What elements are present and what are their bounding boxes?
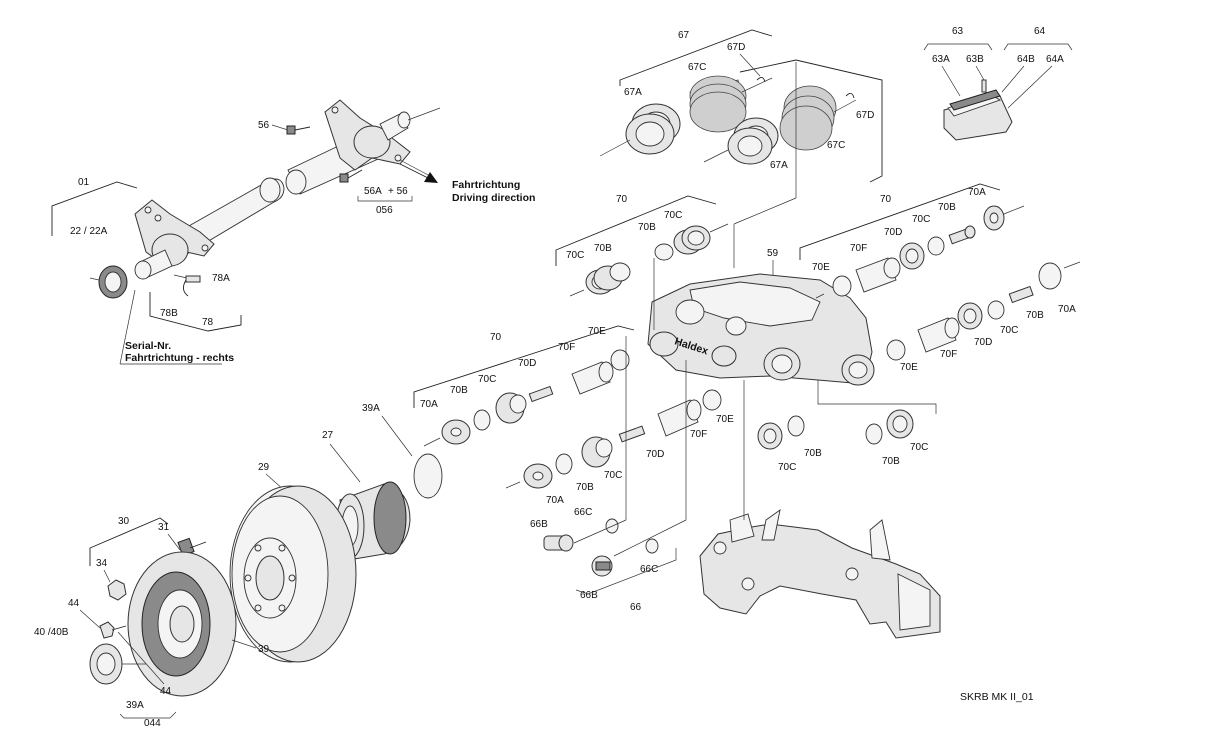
label-66C-bottom: 66C xyxy=(640,564,658,575)
label-70B-b2: 70B xyxy=(882,456,900,467)
adjuster-set-70-left: 70 70A 70B 70C 70D 70F 70E xyxy=(413,325,635,447)
label-70E-l2: 70E xyxy=(716,414,734,425)
label-70A-ur: 70A xyxy=(968,187,986,198)
label-fahrtrichtung: Fahrtrichtung xyxy=(452,179,520,191)
label-70A-l: 70A xyxy=(420,399,438,410)
hub-39-assembly: 30 31 34 44 40 /40B 39 44 39A 044 xyxy=(34,516,270,729)
label-044: 044 xyxy=(144,718,161,729)
label-63A: 63A xyxy=(932,54,950,65)
wear-sensor-set-66: 66B 66C 66C 66B 66 xyxy=(530,336,687,613)
label-70D-r2: 70D xyxy=(974,337,992,348)
label-70A-l2: 70A xyxy=(546,495,564,506)
caliper-carrier xyxy=(699,380,941,639)
label-70C-b: 70C xyxy=(778,462,796,473)
label-serial-nr: Serial-Nr. xyxy=(125,340,171,352)
label-70B-l: 70B xyxy=(450,385,468,396)
label-70E-ur: 70E xyxy=(812,262,830,273)
label-66B-bottom: 66B xyxy=(580,590,598,601)
label-70-left: 70 xyxy=(490,332,502,343)
label-driving-direction: Driving direction xyxy=(452,192,535,204)
label-70E-l: 70E xyxy=(588,326,606,337)
adjuster-set-70-lower: 70E 70F 70D 70C 70B 70A xyxy=(505,389,734,506)
brake-disc-29: 29 xyxy=(229,462,357,663)
axle-housing-056: 56 56A + 56 056 Fahrtrichtung Driving di… xyxy=(258,99,535,216)
label-70C-ul: 70C xyxy=(566,250,584,261)
label-70-upper-left: 70 xyxy=(616,194,628,205)
return-spring-set-67: 67 67D 67C 67A 67D 67C 67A xyxy=(599,29,883,183)
label-plus-56: + 56 xyxy=(388,186,408,197)
label-70D-ur: 70D xyxy=(884,227,902,238)
label-70C-r2: 70C xyxy=(1000,325,1018,336)
label-66B-top: 66B xyxy=(530,519,548,530)
label-64B: 64B xyxy=(1017,54,1035,65)
label-70B-ur: 70B xyxy=(938,202,956,213)
label-70E-r2: 70E xyxy=(900,362,918,373)
label-63: 63 xyxy=(952,26,964,37)
direction-arrow-icon xyxy=(424,172,438,183)
label-70-upper-right: 70 xyxy=(880,194,892,205)
label-66C-top: 66C xyxy=(574,507,592,518)
label-70F-ur: 70F xyxy=(850,243,867,254)
label-70C-l2: 70C xyxy=(604,470,622,481)
label-70B-l2: 70B xyxy=(576,482,594,493)
label-66: 66 xyxy=(630,602,642,613)
label-59: 59 xyxy=(767,248,779,259)
caliper-housing-59: 59 Haldex xyxy=(647,62,875,386)
label-39A-bottom: 39A xyxy=(126,700,144,711)
label-56: 56 xyxy=(258,120,270,131)
label-64A: 64A xyxy=(1046,54,1064,65)
label-serial-direction: Fahrtrichtung - rechts xyxy=(125,352,234,364)
seal-set-70-lower-right: 70C 70B 70B 70C xyxy=(757,380,937,473)
label-70B-ul2: 70B xyxy=(638,222,656,233)
axle-housing-01: 01 22 / 22A 78A 78B 78 Serial-Nr. Fahrtr… xyxy=(51,177,285,365)
label-39A: 39A xyxy=(362,403,380,414)
label-70F-l2: 70F xyxy=(690,429,707,440)
adjuster-set-70-upper-left: 70 70C 70B 70B 70C xyxy=(555,194,729,330)
label-78B: 78B xyxy=(160,308,178,319)
label-67A-right: 67A xyxy=(770,160,788,171)
label-70C-b2: 70C xyxy=(910,442,928,453)
label-67D-top: 67D xyxy=(727,42,745,53)
drawing-code: SKRB MK II_01 xyxy=(960,691,1034,703)
label-63B: 63B xyxy=(966,54,984,65)
label-67: 67 xyxy=(678,30,690,41)
label-70C-l: 70C xyxy=(478,374,496,385)
label-27: 27 xyxy=(322,430,334,441)
brake-pads-63-64: 63 63A 63B 64 64B 64A xyxy=(923,26,1073,141)
label-22-22A: 22 / 22A xyxy=(70,226,108,237)
label-78: 78 xyxy=(202,317,214,328)
label-70D-l: 70D xyxy=(518,358,536,369)
label-70F-l: 70F xyxy=(558,342,575,353)
label-70B-b: 70B xyxy=(804,448,822,459)
label-44-top: 44 xyxy=(68,598,80,609)
label-31: 31 xyxy=(158,522,170,533)
label-67C-top: 67C xyxy=(688,62,706,73)
label-01: 01 xyxy=(78,177,90,188)
label-70B-ul: 70B xyxy=(594,243,612,254)
label-70C-ul2: 70C xyxy=(664,210,682,221)
label-056: 056 xyxy=(376,205,393,216)
label-70C-ur: 70C xyxy=(912,214,930,225)
label-40-40B: 40 /40B xyxy=(34,627,69,638)
label-29: 29 xyxy=(258,462,270,473)
label-34: 34 xyxy=(96,558,108,569)
adjuster-set-70-upper-right: 70 70A 70B 70C 70D 70F 70E xyxy=(799,183,1025,299)
label-67A-top: 67A xyxy=(624,87,642,98)
label-30: 30 xyxy=(118,516,130,527)
label-70F-r2: 70F xyxy=(940,349,957,360)
label-39: 39 xyxy=(258,644,270,655)
label-56A: 56A xyxy=(364,186,382,197)
label-44-bottom: 44 xyxy=(160,686,172,697)
label-67D-right: 67D xyxy=(856,110,874,121)
adjuster-set-70-right: 70A 70B 70C 70D 70F 70E xyxy=(886,261,1081,373)
label-70D-l2: 70D xyxy=(646,449,664,460)
label-64: 64 xyxy=(1034,26,1046,37)
label-67C-right: 67C xyxy=(827,140,845,151)
label-70B-r2: 70B xyxy=(1026,310,1044,321)
label-70A-r2: 70A xyxy=(1058,304,1076,315)
label-78A: 78A xyxy=(212,273,230,284)
